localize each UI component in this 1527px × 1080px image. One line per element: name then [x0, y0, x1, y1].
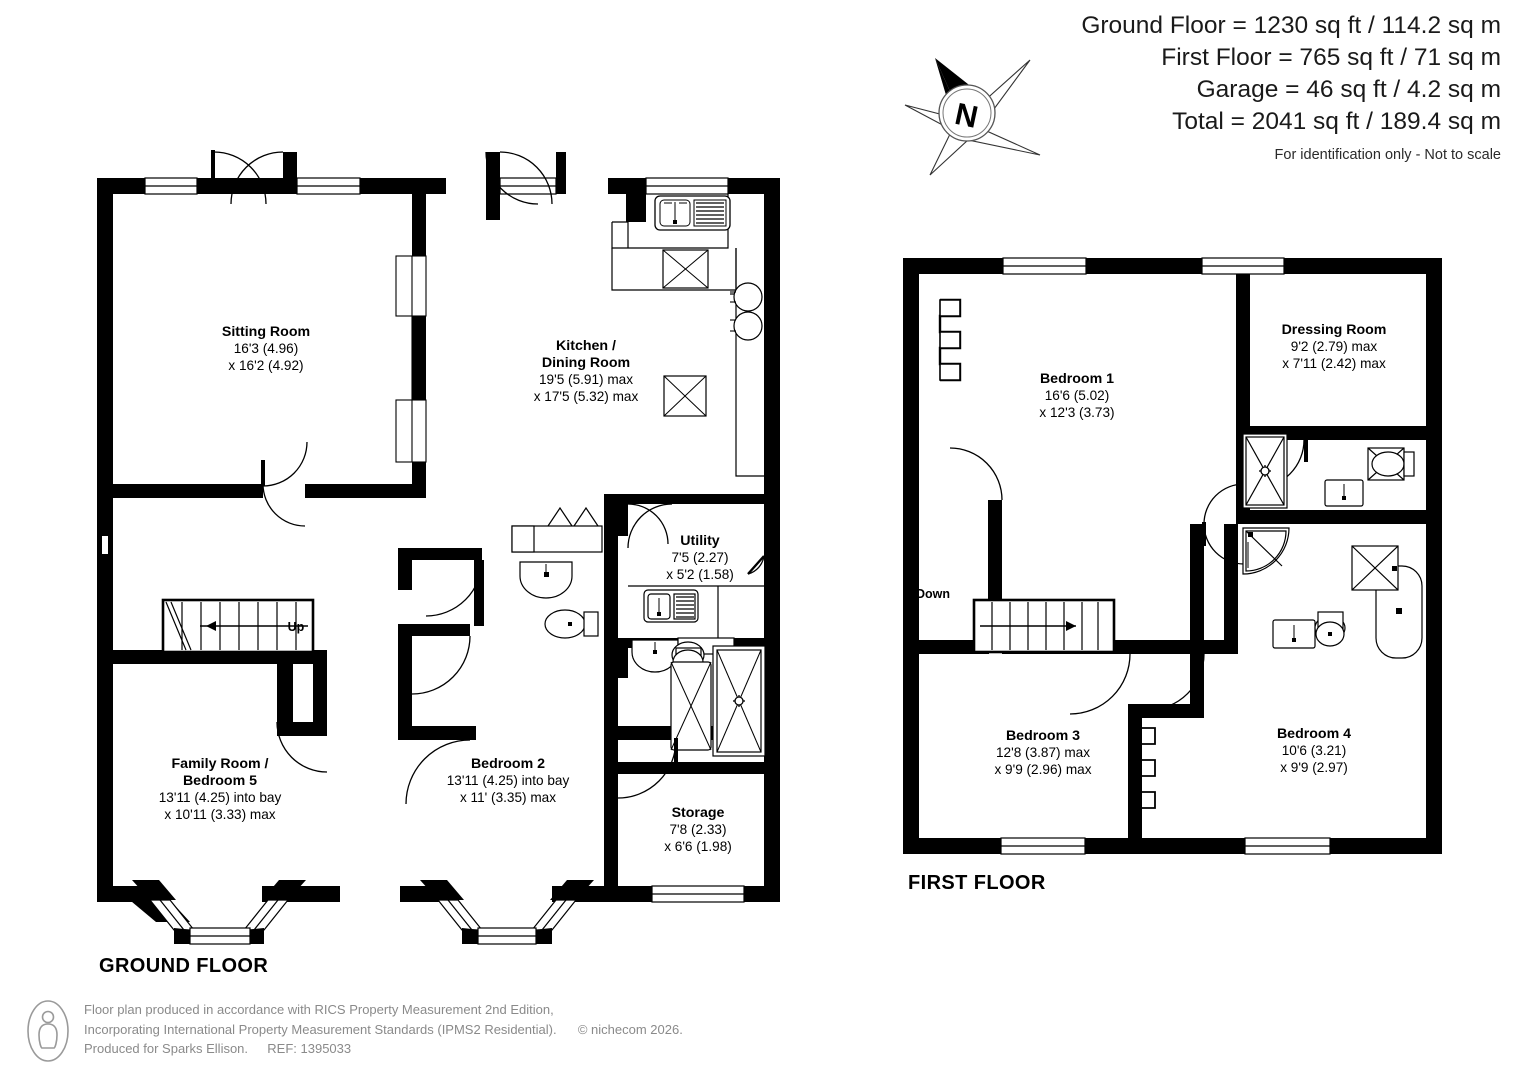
bathroom-fittings — [1242, 527, 1423, 659]
north-arrow: N — [904, 58, 1041, 176]
ground-room-labels: Sitting Room 16'3 (4.96) x 16'2 (4.92) K… — [159, 324, 734, 854]
room-label-sitting-room: Sitting Room — [222, 324, 310, 340]
room-label-family-room: Family Room / — [172, 756, 269, 772]
svg-text:16'6 (5.02): 16'6 (5.02) — [1045, 388, 1110, 403]
scale-disclaimer: For identification only - Not to scale — [1274, 147, 1501, 163]
ground-floor-title: GROUND FLOOR — [99, 955, 269, 977]
svg-text:x 17'5 (5.32) max: x 17'5 (5.32) max — [534, 389, 639, 404]
door-swing — [627, 503, 765, 575]
hob-icon — [730, 282, 763, 341]
svg-text:9'2 (2.79) max: 9'2 (2.79) max — [1291, 339, 1378, 354]
svg-text:x 11' (3.35) max: x 11' (3.35) max — [460, 790, 556, 805]
kitchen-fittings — [611, 194, 764, 477]
svg-text:19'5 (5.91) max: 19'5 (5.91) max — [539, 372, 633, 387]
footer-line-1: Floor plan produced in accordance with R… — [84, 1002, 554, 1017]
svg-text:x 12'3 (3.73): x 12'3 (3.73) — [1039, 405, 1114, 420]
footer: Floor plan produced in accordance with R… — [26, 1000, 683, 1062]
room-label-bedroom-1: Bedroom 1 — [1040, 371, 1114, 387]
svg-text:13'11 (4.25) into bay: 13'11 (4.25) into bay — [447, 773, 570, 788]
svg-text:Bedroom 5: Bedroom 5 — [183, 773, 257, 789]
svg-text:7'8 (2.33): 7'8 (2.33) — [669, 822, 726, 837]
first-room-labels: Bedroom 1 16'6 (5.02) x 12'3 (3.73) Dres… — [994, 322, 1386, 777]
area-first: First Floor = 765 sq ft / 71 sq m — [1161, 44, 1501, 71]
ground-window — [144, 177, 729, 195]
svg-text:12'8 (3.87) max: 12'8 (3.87) max — [996, 745, 1090, 760]
svg-text:x 9'9 (2.96) max: x 9'9 (2.96) max — [994, 762, 1091, 777]
ground-floor-plan: Up — [97, 150, 780, 945]
svg-text:16'3 (4.96): 16'3 (4.96) — [234, 341, 299, 356]
svg-text:x 6'6 (1.98): x 6'6 (1.98) — [664, 839, 732, 854]
ensuite-fittings — [1242, 433, 1415, 509]
svg-text:10'6 (3.21): 10'6 (3.21) — [1282, 743, 1347, 758]
sliding-door-panel — [395, 255, 427, 463]
stairs-up: Up — [161, 598, 315, 654]
sink-icon — [654, 195, 731, 231]
room-label-bedroom-3: Bedroom 3 — [1006, 728, 1080, 744]
area-schedule: Ground Floor = 1230 sq ft / 114.2 sq m F… — [1081, 10, 1501, 168]
svg-text:x 10'11 (3.33) max: x 10'11 (3.33) max — [164, 807, 275, 822]
area-garage: Garage = 46 sq ft / 4.2 sq m — [1196, 76, 1501, 103]
appliance-icon — [663, 375, 707, 417]
footer-copyright: © nichecom 2026. — [577, 1021, 683, 1037]
bay-window — [113, 880, 324, 945]
room-label-bedroom-4: Bedroom 4 — [1277, 726, 1351, 742]
first-floor-walls — [903, 258, 1442, 854]
first-window — [1000, 257, 1331, 855]
svg-text:13'11 (4.25) into bay: 13'11 (4.25) into bay — [159, 790, 282, 805]
shower-room-fittings — [631, 637, 766, 757]
french-door — [211, 150, 553, 205]
svg-text:x 5'2 (1.58): x 5'2 (1.58) — [666, 567, 734, 582]
room-label-utility: Utility — [680, 533, 720, 549]
room-label-kitchen-dining: Kitchen / — [556, 338, 616, 354]
stairs-down: Down — [916, 587, 1116, 654]
first-floor-title: FIRST FLOOR — [908, 872, 1046, 894]
svg-text:7'5 (2.27): 7'5 (2.27) — [671, 550, 728, 565]
svg-text:x 9'9 (2.97): x 9'9 (2.97) — [1280, 760, 1348, 775]
appliance-icon — [662, 249, 709, 289]
utility-fittings — [628, 585, 764, 638]
area-ground: Ground Floor = 1230 sq ft / 114.2 sq m — [1081, 12, 1501, 39]
first-floor-plan: Down — [903, 257, 1442, 855]
wc-fittings — [511, 506, 603, 639]
area-total: Total = 2041 sq ft / 189.4 sq m — [1172, 108, 1501, 135]
svg-text:x 7'11 (2.42) max: x 7'11 (2.42) max — [1282, 356, 1386, 371]
room-label-dressing-room: Dressing Room — [1282, 322, 1387, 338]
room-label-storage: Storage — [672, 805, 725, 821]
footer-ref: REF: 1395033 — [267, 1041, 352, 1056]
footer-line-3: Produced for Sparks Ellison. — [84, 1041, 249, 1056]
stairs-down-label: Down — [916, 587, 950, 601]
svg-text:x 16'2 (4.92): x 16'2 (4.92) — [228, 358, 303, 373]
ground-window — [651, 885, 745, 903]
person-icon — [27, 1000, 69, 1062]
door-swing — [949, 439, 1305, 715]
footer-line-2: Incorporating International Property Mea… — [84, 1021, 557, 1037]
bay-window — [400, 880, 612, 945]
svg-text:Dining Room: Dining Room — [542, 355, 630, 371]
ground-door-swing — [262, 441, 308, 527]
room-label-bedroom-2: Bedroom 2 — [471, 756, 545, 772]
stairs-up-label: Up — [288, 620, 305, 634]
